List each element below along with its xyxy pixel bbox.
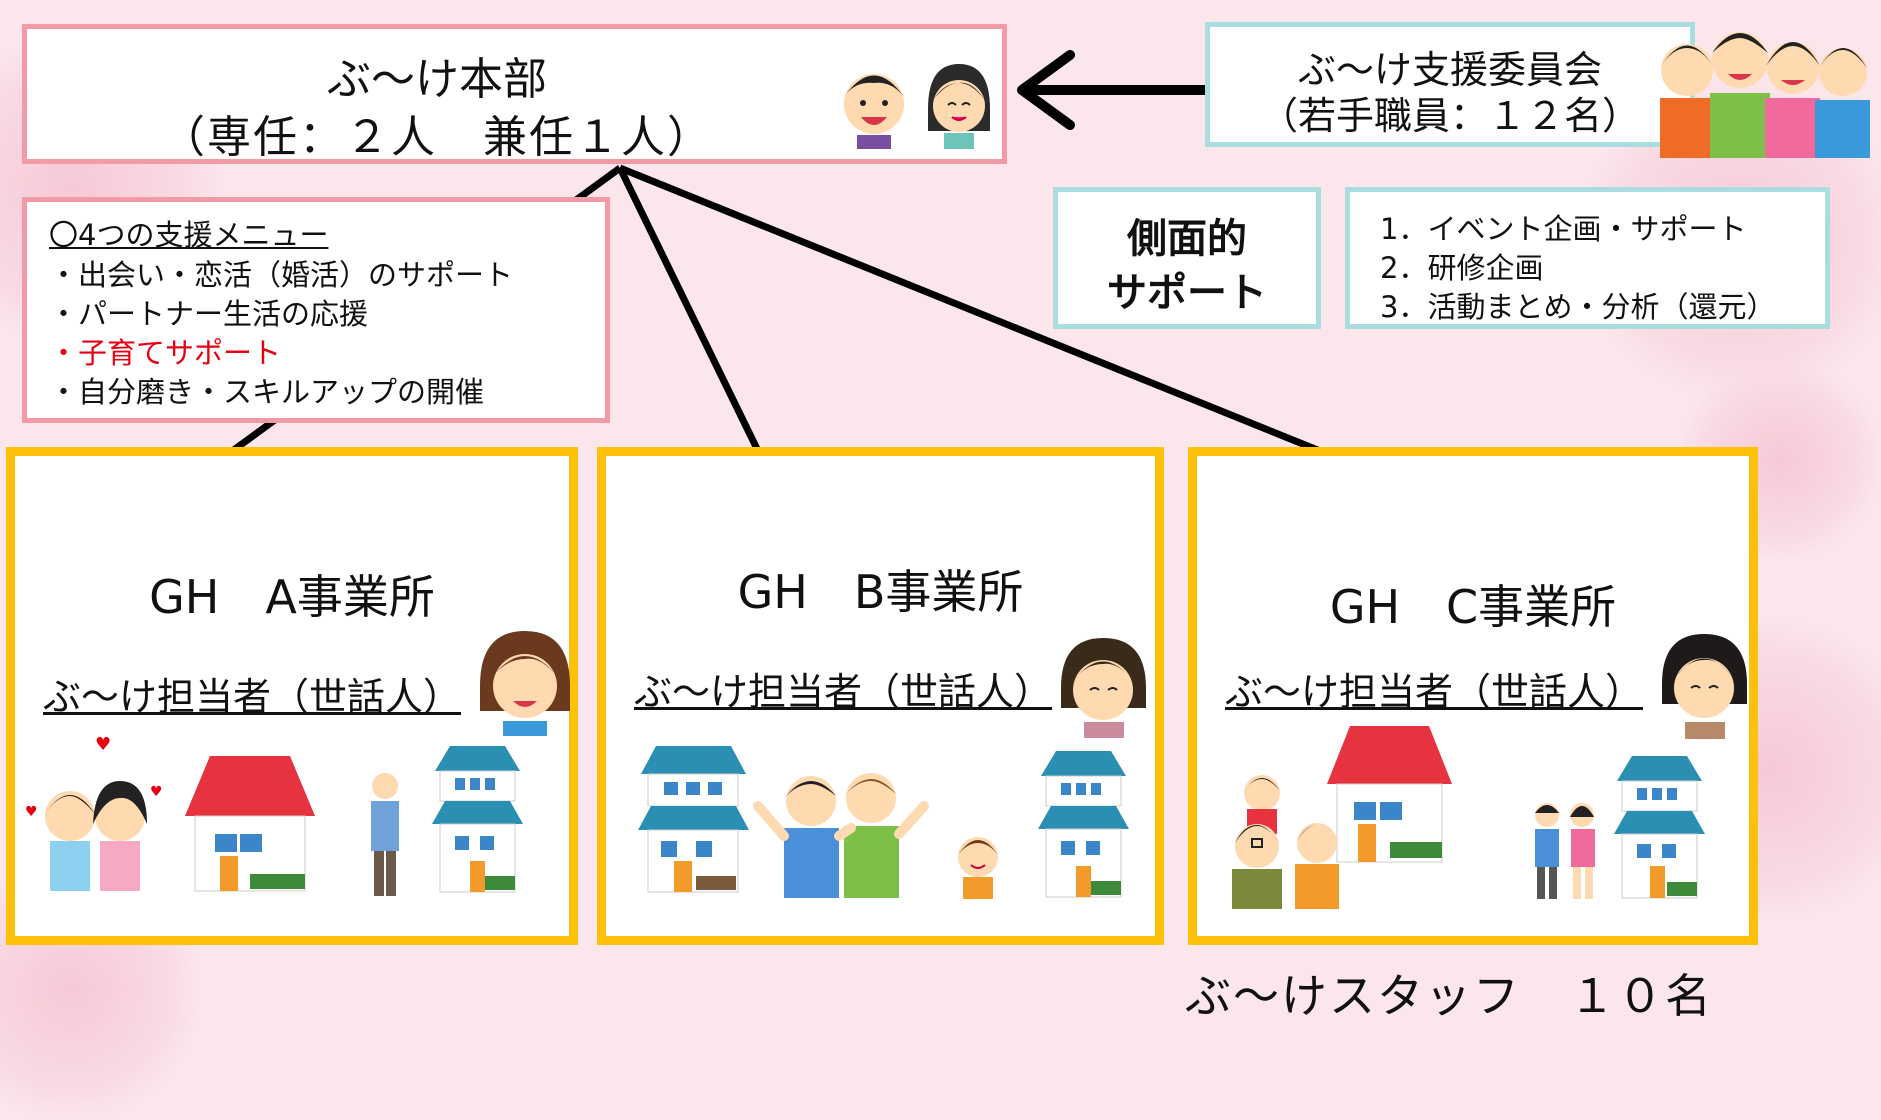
svg-text:♥: ♥ (150, 784, 163, 800)
hq-box: ぶ〜け本部 （専任：２人 兼任１人） (22, 24, 1007, 164)
office-b-staff: ぶ〜け担当者（世話人） (634, 670, 1053, 714)
office-a-staff: ぶ〜け担当者（世話人） (43, 675, 462, 719)
support-menu-item: ・パートナー生活の応援 (49, 297, 369, 331)
young-staff-group-icon (1660, 32, 1870, 158)
office-b-title: GH B事業所 (737, 565, 1024, 619)
side-support-item: 2．研修企画 (1380, 251, 1544, 285)
office-c-box: GH C事業所 ぶ〜け担当者（世話人） (1188, 447, 1758, 945)
side-support-item: 3．活動まとめ・分析（還元） (1380, 290, 1776, 324)
couple-holding-hands-icon (1535, 803, 1595, 899)
svg-text:♥: ♥ (95, 734, 111, 755)
support-menu-item: ・自分磨き・スキルアップの開催 (49, 375, 485, 409)
connector-line-b (616, 166, 764, 457)
support-menu-heading: 〇4つの支援メニュー (49, 218, 329, 252)
caretaker-face-icon (1662, 634, 1747, 739)
house-red-roof-icon (1327, 726, 1452, 863)
hq-staff-face-1-icon (844, 74, 904, 149)
house-blue-roof-icon (1614, 756, 1705, 899)
office-c-title: GH C事業所 (1329, 580, 1617, 634)
hq-staff: （専任：２人 兼任１人） (161, 112, 713, 163)
cheering-men-icon (753, 773, 929, 898)
side-support-item: 1．イベント企画・サポート (1380, 212, 1747, 246)
side-support-box: 側面的 サポート (1053, 187, 1321, 329)
office-c-staff: ぶ〜け担当者（世話人） (1225, 670, 1644, 714)
arrow-head (1017, 50, 1075, 130)
hq-staff-face-2-icon (928, 64, 990, 149)
connector-line-c (618, 164, 1332, 459)
svg-text:♥: ♥ (25, 804, 38, 820)
committee-box: ぶ〜け支援委員会 （若手職員：１２名） (1205, 22, 1695, 147)
house-blue-roof-icon (432, 746, 523, 893)
caretaker-face-icon (1061, 638, 1146, 738)
family-icon (1232, 775, 1339, 909)
side-support-list: 1．イベント企画・サポート 2．研修企画 3．活動まとめ・分析（還元） (1345, 187, 1830, 329)
committee-members: （若手職員：１２名） (1259, 94, 1640, 138)
couple-icon: ♥ ♥ ♥ (25, 734, 163, 891)
support-menu-item-highlight: ・子育てサポート (49, 336, 282, 370)
office-b-box: GH B事業所 ぶ〜け担当者（世話人） (597, 447, 1164, 945)
support-menu-item: ・出会い・恋活（婚活）のサポート (49, 258, 514, 292)
child-icon (958, 837, 998, 899)
caretaker-face-icon (480, 631, 570, 736)
office-a-title: GH A事業所 (149, 570, 435, 624)
staff-total: ぶ〜けスタッフ １０名 (1185, 969, 1713, 1023)
hq-title: ぶ〜け本部 (327, 54, 547, 105)
support-menu-box: 〇4つの支援メニュー ・出会い・恋活（婚活）のサポート ・パートナー生活の応援 … (22, 197, 610, 423)
house-blue-roof-icon (1038, 751, 1129, 898)
house-blue-roof-icon (638, 746, 749, 893)
side-support-line1: 側面的 (1127, 216, 1247, 262)
office-a-box: GH A事業所 ぶ〜け担当者（世話人） ♥ ♥ ♥ (6, 447, 578, 945)
side-support-line2: サポート (1107, 270, 1267, 316)
committee-title: ぶ〜け支援委員会 (1297, 48, 1602, 92)
man-standing-icon (371, 773, 399, 896)
house-red-roof-icon (185, 756, 315, 892)
